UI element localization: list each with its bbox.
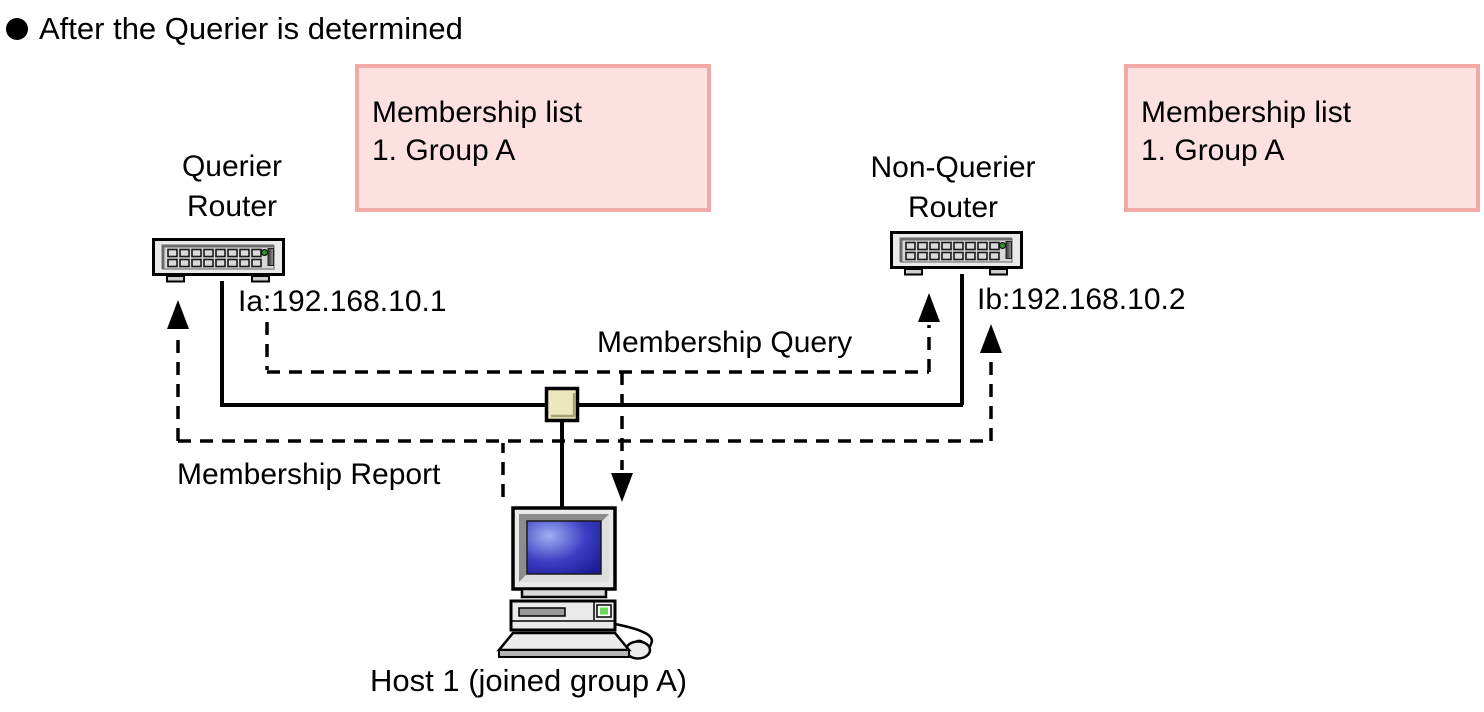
querier-interface-label: Ia:192.168.10.1 <box>238 285 447 318</box>
membership-list-note-querier: Membership list 1. Group A <box>355 64 711 212</box>
floppy-slot <box>518 607 566 617</box>
note-line: 1. Group A <box>1141 134 1285 167</box>
arrowheads <box>167 293 1002 502</box>
report-arrowhead-to-non-querier <box>980 324 1002 353</box>
membership-query-path <box>265 322 931 470</box>
note-line: Membership list <box>1141 96 1352 129</box>
query-arrowhead-to-host <box>611 473 633 502</box>
keyboard <box>496 631 632 652</box>
keyboard-base <box>498 649 630 658</box>
membership-report-label: Membership Report <box>177 458 441 491</box>
power-button-icon <box>600 607 608 615</box>
solid-network-lines <box>220 274 964 510</box>
membership-list-note-non-querier: Membership list 1. Group A <box>1124 64 1480 212</box>
page-title: After the Querier is determined <box>6 10 463 48</box>
querier-router-icon <box>152 238 285 283</box>
monitor-stand <box>520 587 608 599</box>
title-bullet-icon <box>6 18 28 40</box>
membership-query-label: Membership Query <box>597 326 853 359</box>
monitor-bezel-highlight <box>519 514 609 582</box>
query-arrowhead-to-non-querier <box>918 293 940 322</box>
querier-router-label: Querier Router <box>142 147 322 227</box>
note-line: 1. Group A <box>372 134 516 167</box>
host-computer-icon <box>496 506 654 660</box>
host-label: Host 1 (joined group A) <box>370 663 688 698</box>
querier-router-label-line2: Router <box>186 190 278 223</box>
note-line: Membership list <box>372 96 583 129</box>
report-arrowhead-to-querier <box>167 300 189 329</box>
bus-connector <box>544 386 580 423</box>
non-querier-router-label-line1: Non-Querier <box>870 151 1036 184</box>
querier-router-label-line1: Querier <box>181 150 283 183</box>
non-querier-interface-label: Ib:192.168.10.2 <box>977 283 1186 316</box>
non-querier-router-label: Non-Querier Router <box>843 148 1063 228</box>
monitor-screen <box>526 520 602 575</box>
page-title-text: After the Querier is determined <box>39 11 463 46</box>
membership-report-path <box>176 331 993 497</box>
non-querier-router-label-line2: Router <box>907 191 999 224</box>
non-querier-router-icon <box>890 231 1023 276</box>
